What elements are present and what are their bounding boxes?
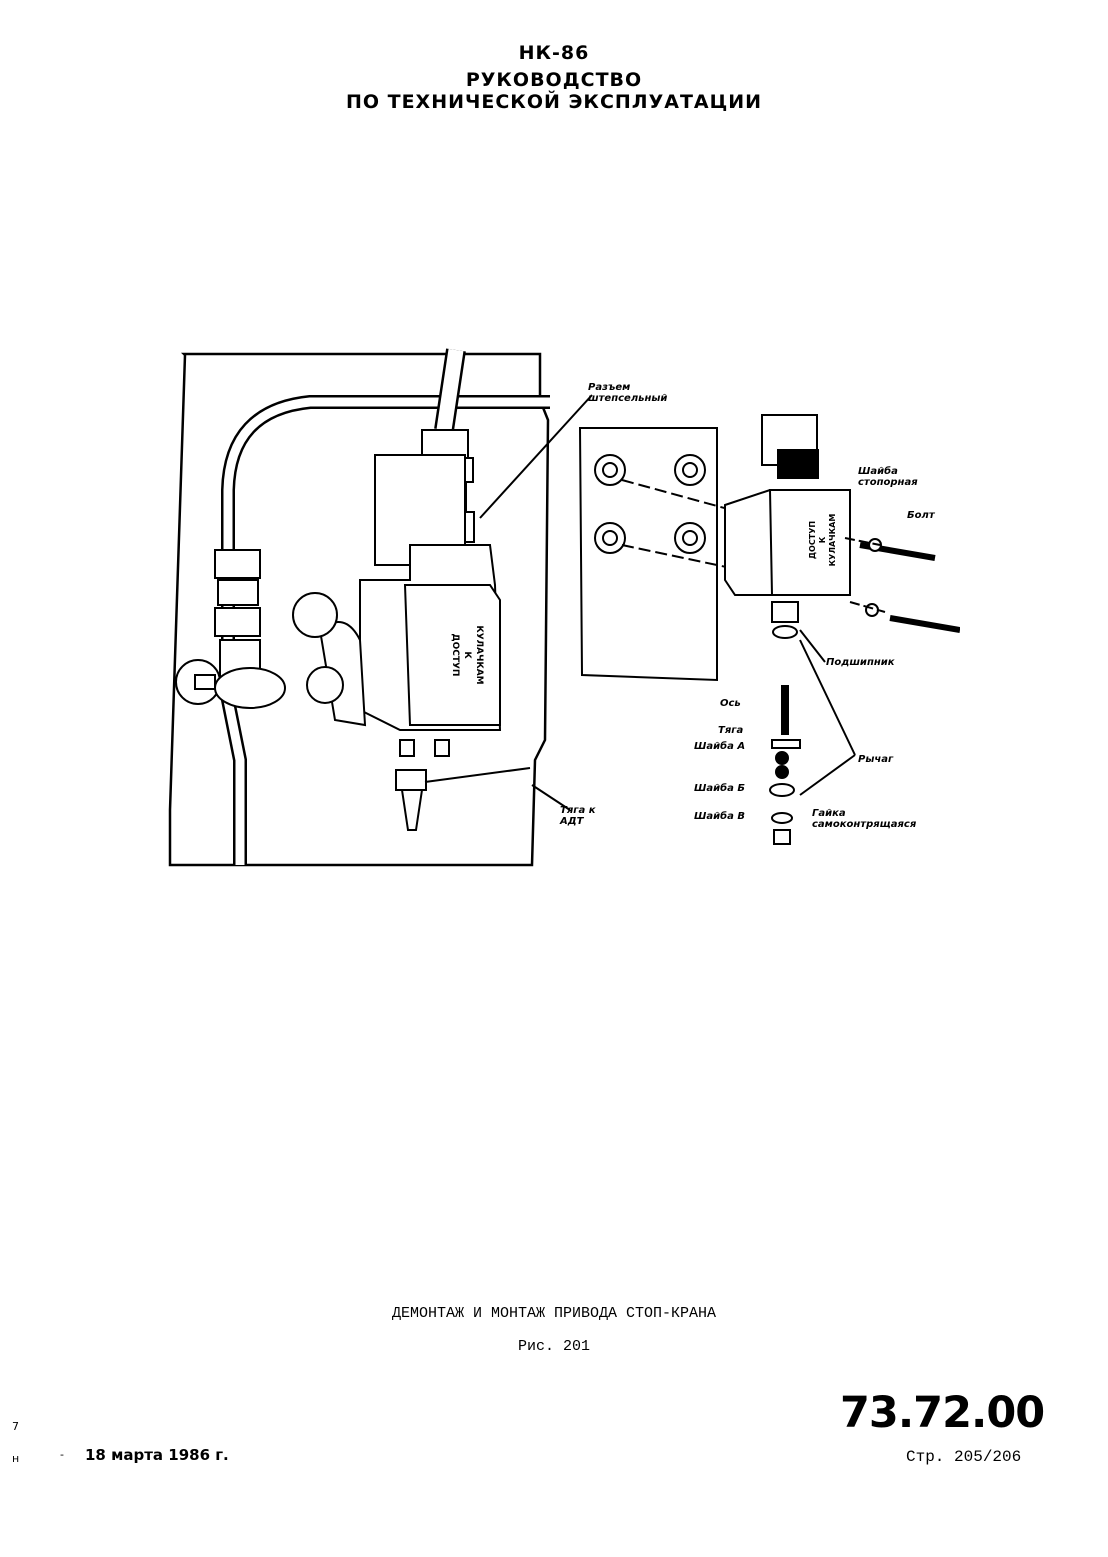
body-text-2: К [462,651,472,659]
margin-mark-1: 7 [12,1420,19,1433]
label-lever: Рычаг [858,754,894,765]
document-code: 73.72.00 [840,1388,1045,1438]
page-number: Стр. 205/206 [906,1448,1022,1466]
revision-date: 18 марта 1986 г. [85,1446,229,1464]
figure-number: Рис. 201 [517,1338,590,1355]
label-washer-v: Шайба В [694,811,745,822]
manual-title: РУКОВОДСТВО [465,69,643,91]
manual-code: НК-86 [518,42,590,64]
label-bolt: Болт [907,510,935,521]
body-text-r2: К [818,536,827,543]
margin-mark-2: н [12,1452,20,1465]
label-bearing: Подшипник [826,657,895,668]
label-rod-to-adt: Тяга к АДТ [560,805,596,827]
label-washer-b: Шайба Б [694,783,745,794]
manual-subtitle: ПО ТЕХНИЧЕСКОЙ ЭКСПЛУАТАЦИИ [345,91,763,113]
body-text-1: ДОСТУП [450,634,460,677]
margin-mark-3: - [60,1448,64,1461]
label-connector: Разъем штепсельный [588,382,668,404]
label-washer-a: Шайба А [694,741,746,752]
body-text-3: КУЛАЧКАМ [474,625,484,684]
body-text-r3: КУЛАЧКАМ [828,514,837,567]
label-lock-washer: Шайба стопорная [858,466,918,488]
stop-valve-drive-illustration: ДОСТУП К КУЛАЧКАМ ДОСТУП К КУЛАЧКАМ [168,348,960,867]
label-rod: Тяга [718,725,744,736]
label-nut: Гайка самоконтрящаяся [812,808,917,830]
figure-title: ДЕМОНТАЖ И МОНТАЖ ПРИВОДА СТОП-КРАНА [391,1305,717,1322]
label-axis: Ось [720,698,741,709]
body-text-r1: ДОСТУП [808,521,817,559]
